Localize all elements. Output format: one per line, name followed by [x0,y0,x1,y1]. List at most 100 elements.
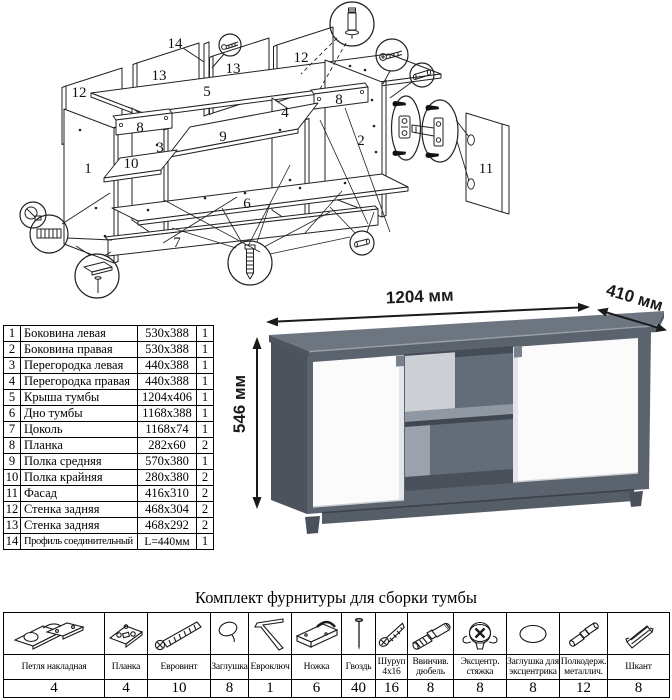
hardware-name: Полкодерж. металлич. [559,654,608,680]
hardware-qty: 1 [248,679,292,698]
dim-length-label: 1204 мм [386,286,454,308]
hardware-qty: 6 [291,679,342,698]
shelf-10 [104,150,177,182]
render-left-door [312,355,405,508]
cap-icon [218,621,237,642]
hardware-qty: 40 [341,679,376,698]
label-14: 14 [168,36,184,52]
mounting-plate-icon [108,623,144,648]
hardware-name: Евроключ [248,654,292,680]
callout-dowel-right [390,63,434,98]
render-right-door [512,338,639,483]
hardware-kit-title: Комплект фурнитуры для сборки тумбы [195,588,477,607]
hardware-qty: 12 [559,679,608,698]
label-3: 3 [156,140,164,156]
confirmat-screw-icon [154,620,202,650]
hardware-name: Заглушка [210,654,249,680]
hardware-qty: 8 [407,679,454,698]
render-top-face [269,311,664,351]
hardware-name: Заглушка для эксцентрика [506,654,560,680]
render-side-face [271,342,307,514]
dim-height [252,337,262,509]
alignment-lines [163,108,390,252]
side-panel-1 [64,109,118,263]
hardware-name: Петля накладная [3,654,105,680]
callout-screw-top [212,34,241,68]
hole-dots [78,64,378,238]
hardware-name: Планка [104,654,148,680]
dim-depth [597,307,667,333]
hardware-name: Гвоздь [341,654,376,680]
hex-key-icon [254,617,284,651]
nail-icon [354,617,363,650]
hardware-qty: 8 [506,679,560,698]
product-render: 1204 мм 410 мм 546 мм [230,283,667,534]
callout-confirmat-right [376,39,408,84]
foot-icon [295,620,338,648]
threaded-dowel-icon [412,622,451,650]
label-8-left: 8 [136,120,144,136]
callout-cam [20,193,112,253]
label-12-left: 12 [72,85,87,101]
exploded-diagram: 14 13 12 13 12 5 8 3 10 1 9 4 8 2 6 7 11 [0,0,672,302]
label-13-right: 13 [226,61,241,77]
render-shelf [405,404,513,422]
label-10: 10 [124,156,139,172]
hardware-qty: 8 [453,679,507,698]
label-13-left: 13 [152,68,167,84]
hardware-name: Евровинт [147,654,211,680]
render-plinth [305,489,643,534]
render-foot-left [305,516,320,534]
label-7: 7 [173,235,181,251]
wood-dowel-icon [624,624,654,649]
dim-height-label: 546 мм [230,375,249,433]
hardware-table: Петля накладная Планка Евровинт Заглушка… [3,612,670,698]
dim-length [266,302,590,327]
screw-icon [378,621,405,647]
hardware-name: Ножка [291,654,342,680]
hardware-name: Шкант [607,654,670,680]
label-8-right: 8 [335,92,343,108]
label-12-right: 12 [294,50,309,66]
shelf-pin-icon [568,621,599,647]
hardware-qty: 16 [375,679,408,698]
plank-8-left [113,109,172,135]
label-9: 9 [219,129,227,145]
callout-hinge-cup [412,100,469,181]
label-11: 11 [479,161,493,177]
hardware-icons-row [3,612,670,655]
plinth-7 [105,206,378,256]
callout-hinge-plate [392,96,421,160]
hardware-qty: 8 [607,679,670,698]
door-panel-11 [466,113,509,214]
bottom-panel-6 [112,174,408,225]
render-foot-right [629,491,643,507]
hinge-icon [13,621,85,650]
render-top-left-end [269,335,309,358]
render-middle-opening [405,346,513,491]
hardware-name: Ввинчив. дюбель [407,654,454,680]
cam-cap-icon [519,624,547,643]
label-4: 4 [281,105,289,121]
hardware-qtys-row: 4 4 10 8 1 6 40 16 8 8 8 12 8 [3,679,670,698]
hardware-name: Шуруп 4х16 [375,654,408,680]
callout-confirmat-bottom [172,204,350,285]
label-5: 5 [203,84,211,100]
hardware-name: Эксцентр. стяжка [453,654,507,680]
callout-foot [301,2,374,89]
hardware-qty: 10 [147,679,211,698]
